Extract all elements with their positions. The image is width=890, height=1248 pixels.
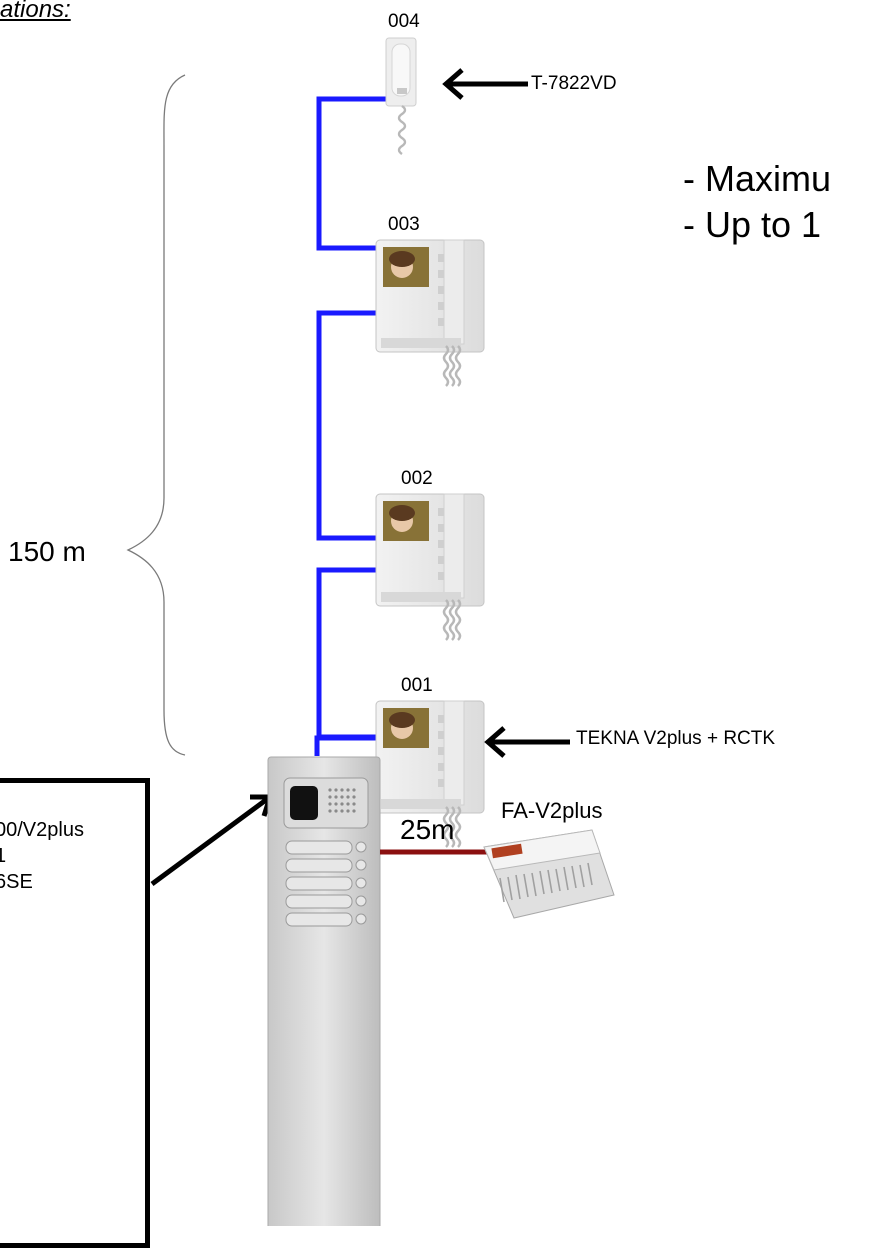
monitor-model-label: TEKNA V2plus + RCTK [576,728,776,749]
psu-model-label: FA-V2plus [501,798,603,823]
callout-line-1: 00/V2plus [0,819,84,841]
callout-line-2: 1 [0,845,7,867]
unit-code-004: 004 [388,11,420,32]
distance-brace [126,74,186,756]
power-supply-unit [483,829,615,919]
riser-distance-label: 150 m [8,536,86,567]
unit-code-002: 002 [401,468,433,489]
monitor-unit-003 [374,238,486,388]
handset-unit-004 [385,37,417,155]
monitor-unit-002 [374,492,486,642]
handset-model-label: T-7822VD [531,73,617,94]
unit-code-001: 001 [401,675,433,696]
panel-pointer-arrow [150,794,272,887]
psu-distance-label: 25m [400,814,455,845]
callout-line-3: 6SE [0,871,33,893]
note-line-2: - Up to 1 [683,204,822,245]
panel-callout-box: 00/V2plus 1 6SE [0,778,150,1248]
section-heading: ations: [0,0,71,23]
note-line-1: - Maximu [683,158,832,199]
riser-wiring [314,96,387,756]
door-panel [267,756,381,1226]
unit-code-003: 003 [388,214,420,235]
